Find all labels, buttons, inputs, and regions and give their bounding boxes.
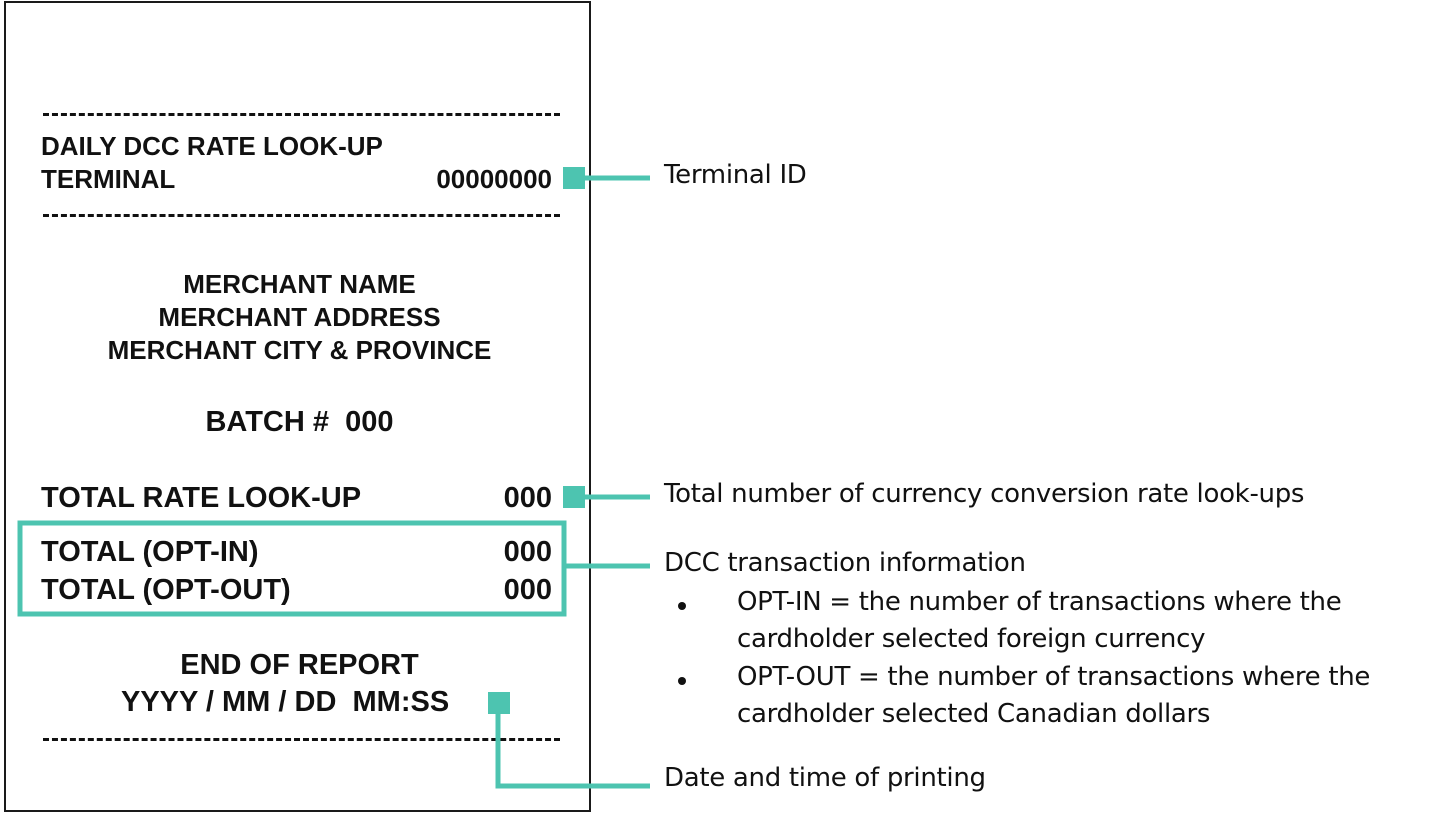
end-of-report: END OF REPORT [180,649,419,681]
dcc-totals-highlight-box [17,520,567,617]
merchant-city: MERCHANT CITY & PROVINCE [107,335,492,365]
receipt-divider-header [43,214,560,217]
opt-in-definition-line2: cardholder selected foreign currency [737,624,1206,654]
merchant-address: MERCHANT ADDRESS [158,302,441,332]
total-lookups-annotation: Total number of currency conversion rate… [664,479,1305,509]
bullet-opt-out [678,677,686,685]
total-lookups-marker [563,486,585,508]
batch-number: BATCH # 000 [205,406,394,438]
merchant-name: MERCHANT NAME [183,269,416,299]
opt-in-label: TOTAL (OPT-IN) [41,536,259,568]
bullet-opt-in [678,602,686,610]
dcc-info-annotation: DCC transaction information [664,548,1026,578]
terminal-id-marker [563,167,585,189]
opt-out-definition-line1: OPT-OUT = the number of transactions whe… [737,662,1371,692]
terminal-label: TERMINAL [41,164,176,194]
opt-in-value: 000 [503,536,552,568]
receipt-title: DAILY DCC RATE LOOK-UP [41,131,383,161]
datetime-marker [488,692,510,714]
datetime-connector [495,712,650,789]
print-datetime: YYYY / MM / DD MM:SS [121,686,450,718]
datetime-annotation: Date and time of printing [664,763,986,793]
opt-out-definition-line2: cardholder selected Canadian dollars [737,699,1211,729]
receipt-divider-bottom [43,738,560,741]
receipt: DAILY DCC RATE LOOK-UP TERMINAL 00000000… [4,1,591,812]
terminal-value: 00000000 [436,164,552,194]
opt-in-definition-line1: OPT-IN = the number of transactions wher… [737,587,1342,617]
terminal-id-annotation: Terminal ID [664,160,807,190]
total-rate-lookup-label: TOTAL RATE LOOK-UP [41,482,362,514]
total-rate-lookup-value: 000 [503,482,552,514]
opt-out-label: TOTAL (OPT-OUT) [41,574,291,606]
opt-out-value: 000 [503,574,552,606]
receipt-divider-top [43,113,560,116]
